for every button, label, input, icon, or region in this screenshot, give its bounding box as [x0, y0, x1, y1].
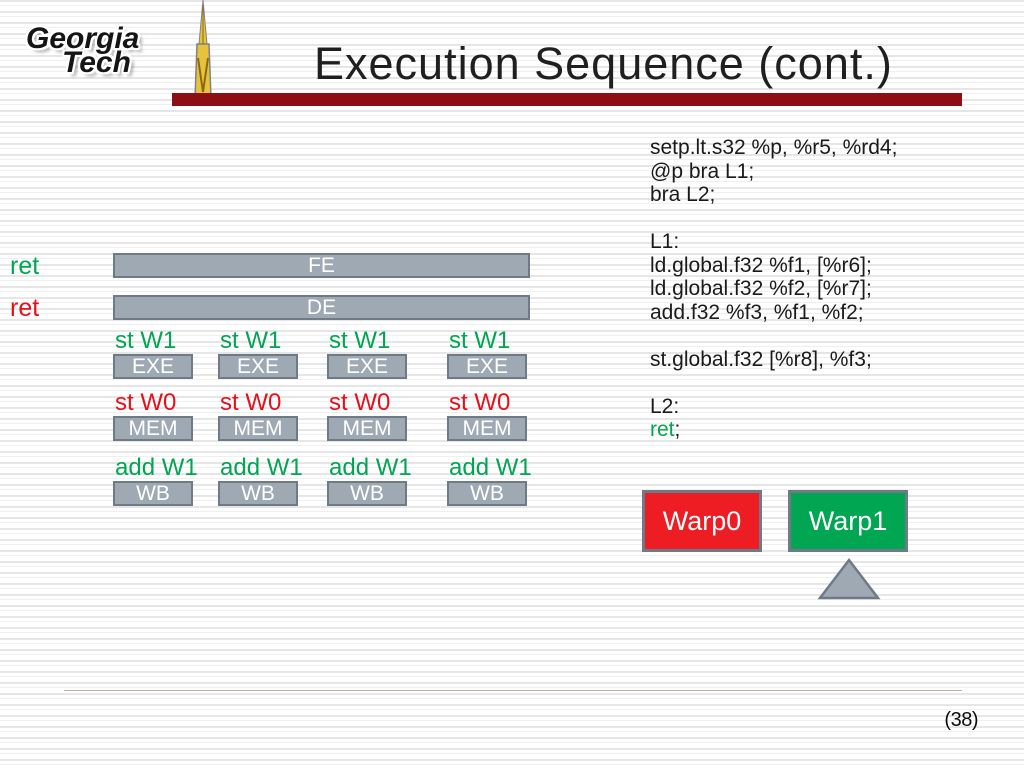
- code-line: @p bra L1;: [650, 159, 755, 183]
- code-line: bra L2;: [650, 183, 716, 206]
- mem-tag-1: st W0: [220, 389, 282, 416]
- mem-tag-0: st W0: [115, 389, 177, 416]
- mem-box-3: MEM: [447, 416, 527, 441]
- de-stage-bar: DE: [113, 295, 530, 320]
- mem-tag-2: st W0: [329, 389, 391, 416]
- code-line: ld.global.f32 %f2, [%r7];: [650, 277, 872, 300]
- tech-tower-icon: [194, 0, 212, 99]
- wb-box-1: WB: [218, 481, 298, 506]
- warp1-box: Warp1: [788, 490, 908, 552]
- code-line: [650, 207, 897, 231]
- logo-word-tech: Tech: [62, 46, 131, 79]
- warp0-label: Warp0: [662, 505, 742, 536]
- mem-box-2: MEM: [327, 416, 407, 441]
- code-line-ret: ret;: [650, 418, 897, 442]
- wb-tag-3: add W1: [449, 454, 532, 481]
- exe-box-0: EXE: [113, 354, 193, 379]
- exe-tag-2: st W1: [329, 327, 391, 354]
- code-line: setp.lt.s32 %p, %r5, %rd4;: [650, 136, 898, 159]
- exe-tag-3: st W1: [449, 327, 511, 354]
- exe-tag-1: st W1: [220, 327, 282, 354]
- ret-keyword: ret: [650, 418, 675, 441]
- fe-side-label-ret: ret: [10, 252, 40, 280]
- exe-box-1: EXE: [218, 354, 298, 379]
- wb-box-0: WB: [113, 481, 193, 506]
- ptx-code-listing: setp.lt.s32 %p, %r5, %rd4; @p bra L1; br…: [650, 136, 897, 442]
- code-line: L2:: [650, 394, 680, 418]
- wb-tag-2: add W1: [329, 454, 412, 481]
- code-line: add.f32 %f3, %f1, %f2;: [650, 300, 864, 324]
- code-line: [650, 371, 897, 395]
- code-line: ld.global.f32 %f1, [%r6];: [650, 253, 872, 277]
- wb-box-2: WB: [327, 481, 407, 506]
- exe-box-3: EXE: [447, 354, 527, 379]
- warp0-box: Warp0: [642, 490, 762, 552]
- wb-tag-1: add W1: [220, 454, 303, 481]
- georgia-tech-logo: Georgia Tech: [0, 0, 240, 110]
- fe-stage-bar: FE: [113, 253, 530, 278]
- page-number: (38): [944, 709, 978, 731]
- page-title: Execution Sequence (cont.): [314, 38, 893, 89]
- triangle-up-icon: [817, 557, 881, 600]
- wb-tag-0: add W1: [115, 454, 198, 481]
- mem-box-0: MEM: [113, 416, 193, 441]
- code-line: [650, 324, 897, 348]
- logo-word-georgia: Georgia: [26, 22, 140, 55]
- warp1-label: Warp1: [808, 505, 888, 536]
- title-divider-bar: [172, 93, 962, 106]
- wb-box-3: WB: [447, 481, 527, 506]
- code-line: L1:: [650, 230, 680, 253]
- ret-semicolon: ;: [674, 418, 681, 441]
- exe-tag-0: st W1: [115, 327, 177, 354]
- exe-box-2: EXE: [327, 354, 407, 379]
- code-line: st.global.f32 [%r8], %f3;: [650, 347, 872, 371]
- mem-box-1: MEM: [218, 416, 298, 441]
- mem-tag-3: st W0: [449, 389, 511, 416]
- de-side-label-ret: ret: [10, 294, 40, 322]
- footer-divider-line: [64, 690, 962, 691]
